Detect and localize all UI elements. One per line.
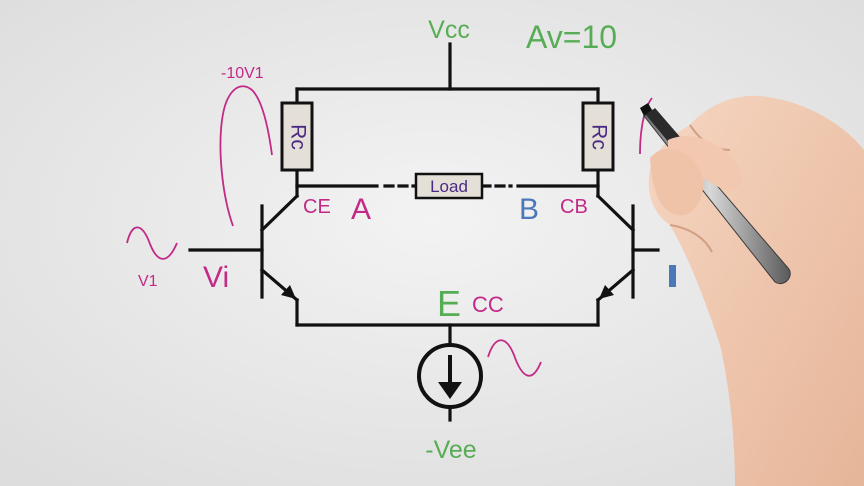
- cc-label: CC: [472, 292, 504, 317]
- vee-label: -Vee: [425, 436, 476, 464]
- cb-label: CB: [560, 196, 588, 218]
- neg-gain-label: -10V1: [221, 65, 264, 82]
- gain-label: Av=10: [526, 19, 617, 55]
- vcc-label: Vcc: [428, 16, 470, 44]
- right-resistor-label: Rc: [587, 124, 610, 150]
- hand-holding-pen-icon: [640, 95, 864, 486]
- load-resistor: [414, 172, 484, 200]
- current-source-icon: [417, 343, 483, 409]
- vi-label: Vi: [203, 261, 229, 294]
- left-resistor-label: Rc: [286, 124, 309, 150]
- input-sine-wave: [126, 226, 178, 260]
- ce-label: CE: [303, 196, 331, 218]
- tail-sine-wave: [487, 339, 542, 377]
- left-resistor: [280, 101, 314, 172]
- left-emitter-arrow: [281, 285, 296, 299]
- right-collector-diag: [595, 193, 636, 233]
- load-label: Load: [430, 177, 468, 196]
- left-collector-diag: [259, 193, 300, 233]
- node-a-label: A: [351, 193, 371, 226]
- right-blue-label-fragment: [669, 265, 676, 287]
- right-emitter-arrow: [599, 285, 614, 299]
- right-sine-wave: [639, 97, 653, 155]
- node-b-label: B: [519, 193, 539, 226]
- right-resistor: [581, 101, 615, 172]
- node-e-label: E: [437, 283, 461, 324]
- v1-label: V1: [138, 273, 158, 290]
- output-sine-wave-large: [219, 85, 273, 227]
- circuit-wires: [188, 42, 660, 422]
